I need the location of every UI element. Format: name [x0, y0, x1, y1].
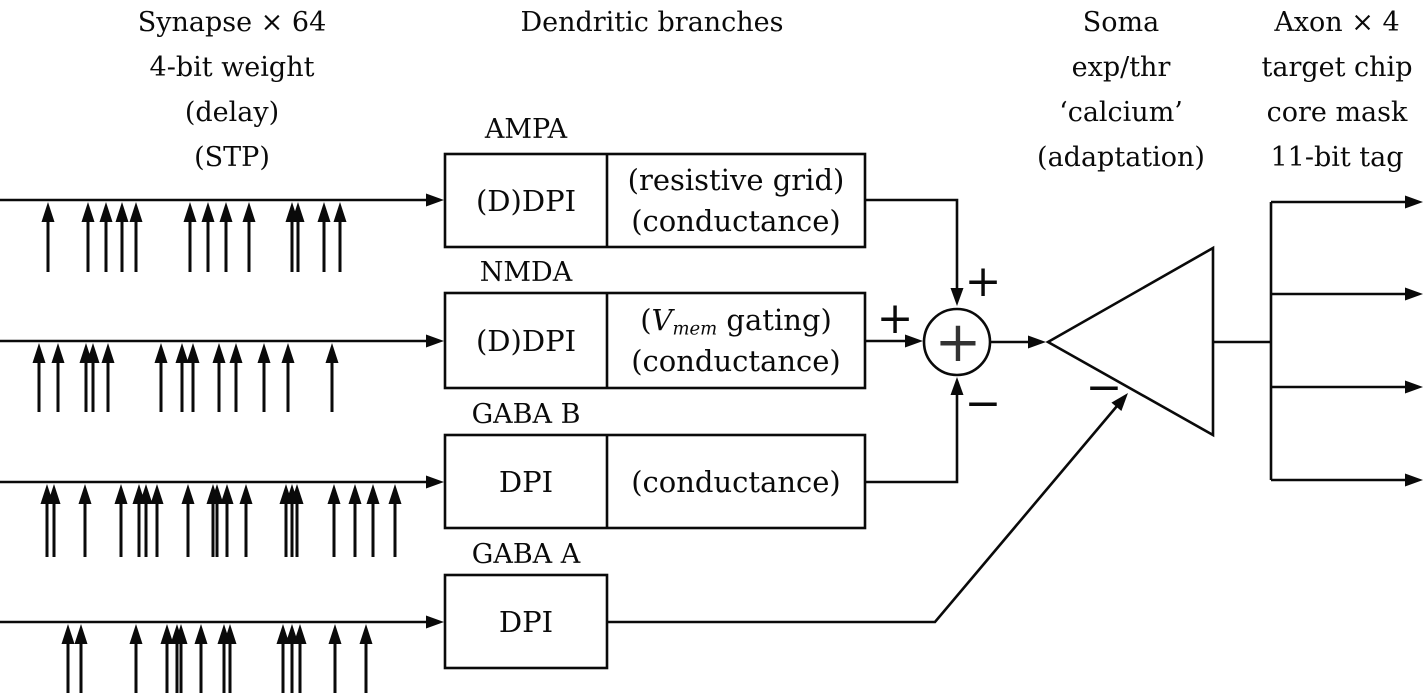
- nmda-dpi-label: (D)DPI: [475, 323, 577, 358]
- header-synapse-line1: Synapse × 64: [137, 7, 327, 38]
- spike-train-ampa: [0, 193, 444, 272]
- ampa-resistive-grid-label: (resistive grid): [627, 162, 845, 197]
- connection-sum-to-soma: [990, 335, 1046, 349]
- header-axon-line2: target chip: [1261, 52, 1413, 83]
- sign-nmda-plus: +: [876, 292, 914, 344]
- ampa-mode-text: (resistive grid) (conductance): [607, 154, 865, 247]
- spike-train-gabab: [0, 475, 444, 557]
- nmda-conductance-label: (conductance): [631, 343, 841, 378]
- spike-train-gabaa: [0, 615, 444, 693]
- gabaa-box: [443, 573, 609, 670]
- gabab-box: [443, 433, 867, 530]
- gabaa-dpi-label: DPI: [498, 604, 554, 639]
- header-soma-line4: (adaptation): [1037, 142, 1205, 173]
- header-soma-line1: Soma: [1082, 7, 1160, 38]
- nmda-mode-text: (Vmem gating) (conductance): [607, 293, 865, 388]
- connection-ampa-to-sum: [865, 198, 964, 306]
- gabab-conductance-label: (conductance): [631, 464, 841, 499]
- sign-gabab-minus: −: [964, 377, 1002, 429]
- nmda-branch-label: NMDA: [479, 257, 573, 288]
- ampa-branch-label: AMPA: [484, 114, 568, 145]
- header-soma: Soma exp/thr ‘calcium’ (adaptation): [971, 0, 1271, 180]
- header-dendritic: Dendritic branches: [502, 0, 802, 45]
- nmda-box: [443, 291, 867, 390]
- header-axon: Axon × 4 target chip core mask 11-bit ta…: [1249, 0, 1425, 180]
- header-axon-line4: 11-bit tag: [1270, 142, 1404, 173]
- sign-ampa-plus: +: [964, 255, 1002, 307]
- ampa-conductance-label: (conductance): [631, 203, 841, 238]
- header-synapse: Synapse × 64 4-bit weight (delay) (STP): [82, 0, 382, 180]
- connection-gabab-to-sum: [865, 377, 964, 484]
- header-dendritic-line1: Dendritic branches: [520, 7, 784, 38]
- axon-output-arrows: [1271, 195, 1423, 487]
- soma-triangle: [1045, 245, 1215, 438]
- sign-soma-minus: −: [1085, 361, 1123, 413]
- connection-gabaa-to-soma: [607, 393, 1128, 624]
- sum-node-plus: +: [934, 309, 982, 375]
- ampa-dpi-label: (D)DPI: [475, 183, 577, 218]
- gabaa-branch-label: GABA A: [471, 539, 581, 570]
- header-synapse-line3: (delay): [184, 97, 280, 128]
- header-axon-line1: Axon × 4: [1274, 7, 1400, 38]
- gabab-dpi-label: DPI: [498, 464, 554, 499]
- gabab-branch-label: GABA B: [471, 399, 581, 430]
- header-soma-line3: ‘calcium’: [1059, 97, 1183, 128]
- header-axon-line3: core mask: [1266, 97, 1408, 128]
- connection-nmda-to-sum: [865, 334, 923, 348]
- spike-train-nmda: [0, 334, 444, 412]
- header-synapse-line2: 4-bit weight: [149, 52, 315, 83]
- nmda-vmem-gating-label: (Vmem gating): [640, 302, 832, 339]
- header-synapse-line4: (STP): [194, 142, 270, 173]
- header-soma-line2: exp/thr: [1071, 52, 1171, 83]
- ampa-box: [443, 152, 867, 249]
